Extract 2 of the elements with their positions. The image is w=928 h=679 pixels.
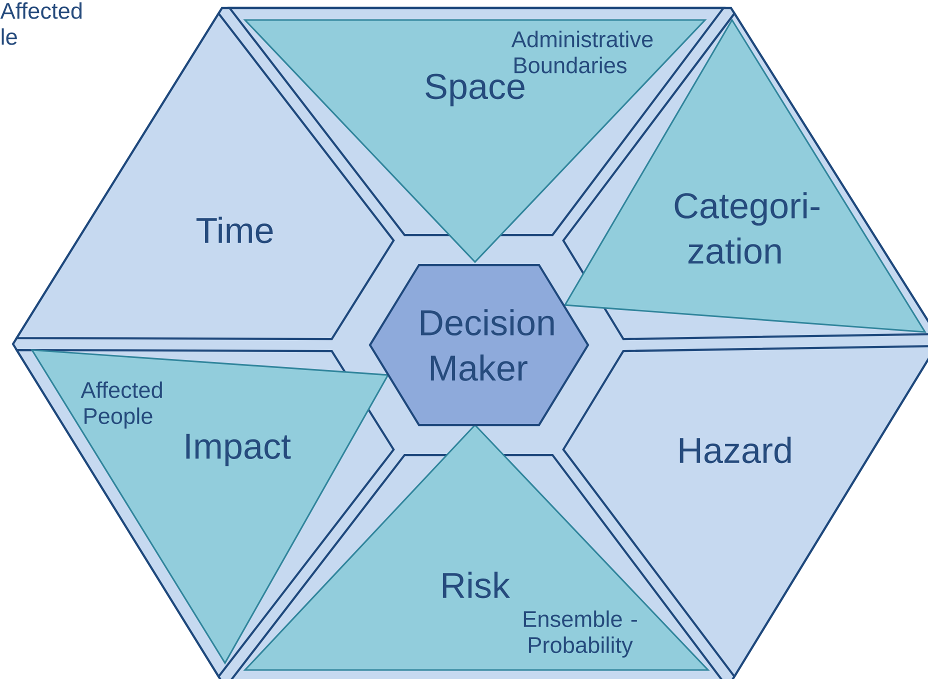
node-label: Risk [442, 572, 510, 598]
center-hexagon: Decision Maker [368, 264, 590, 426]
